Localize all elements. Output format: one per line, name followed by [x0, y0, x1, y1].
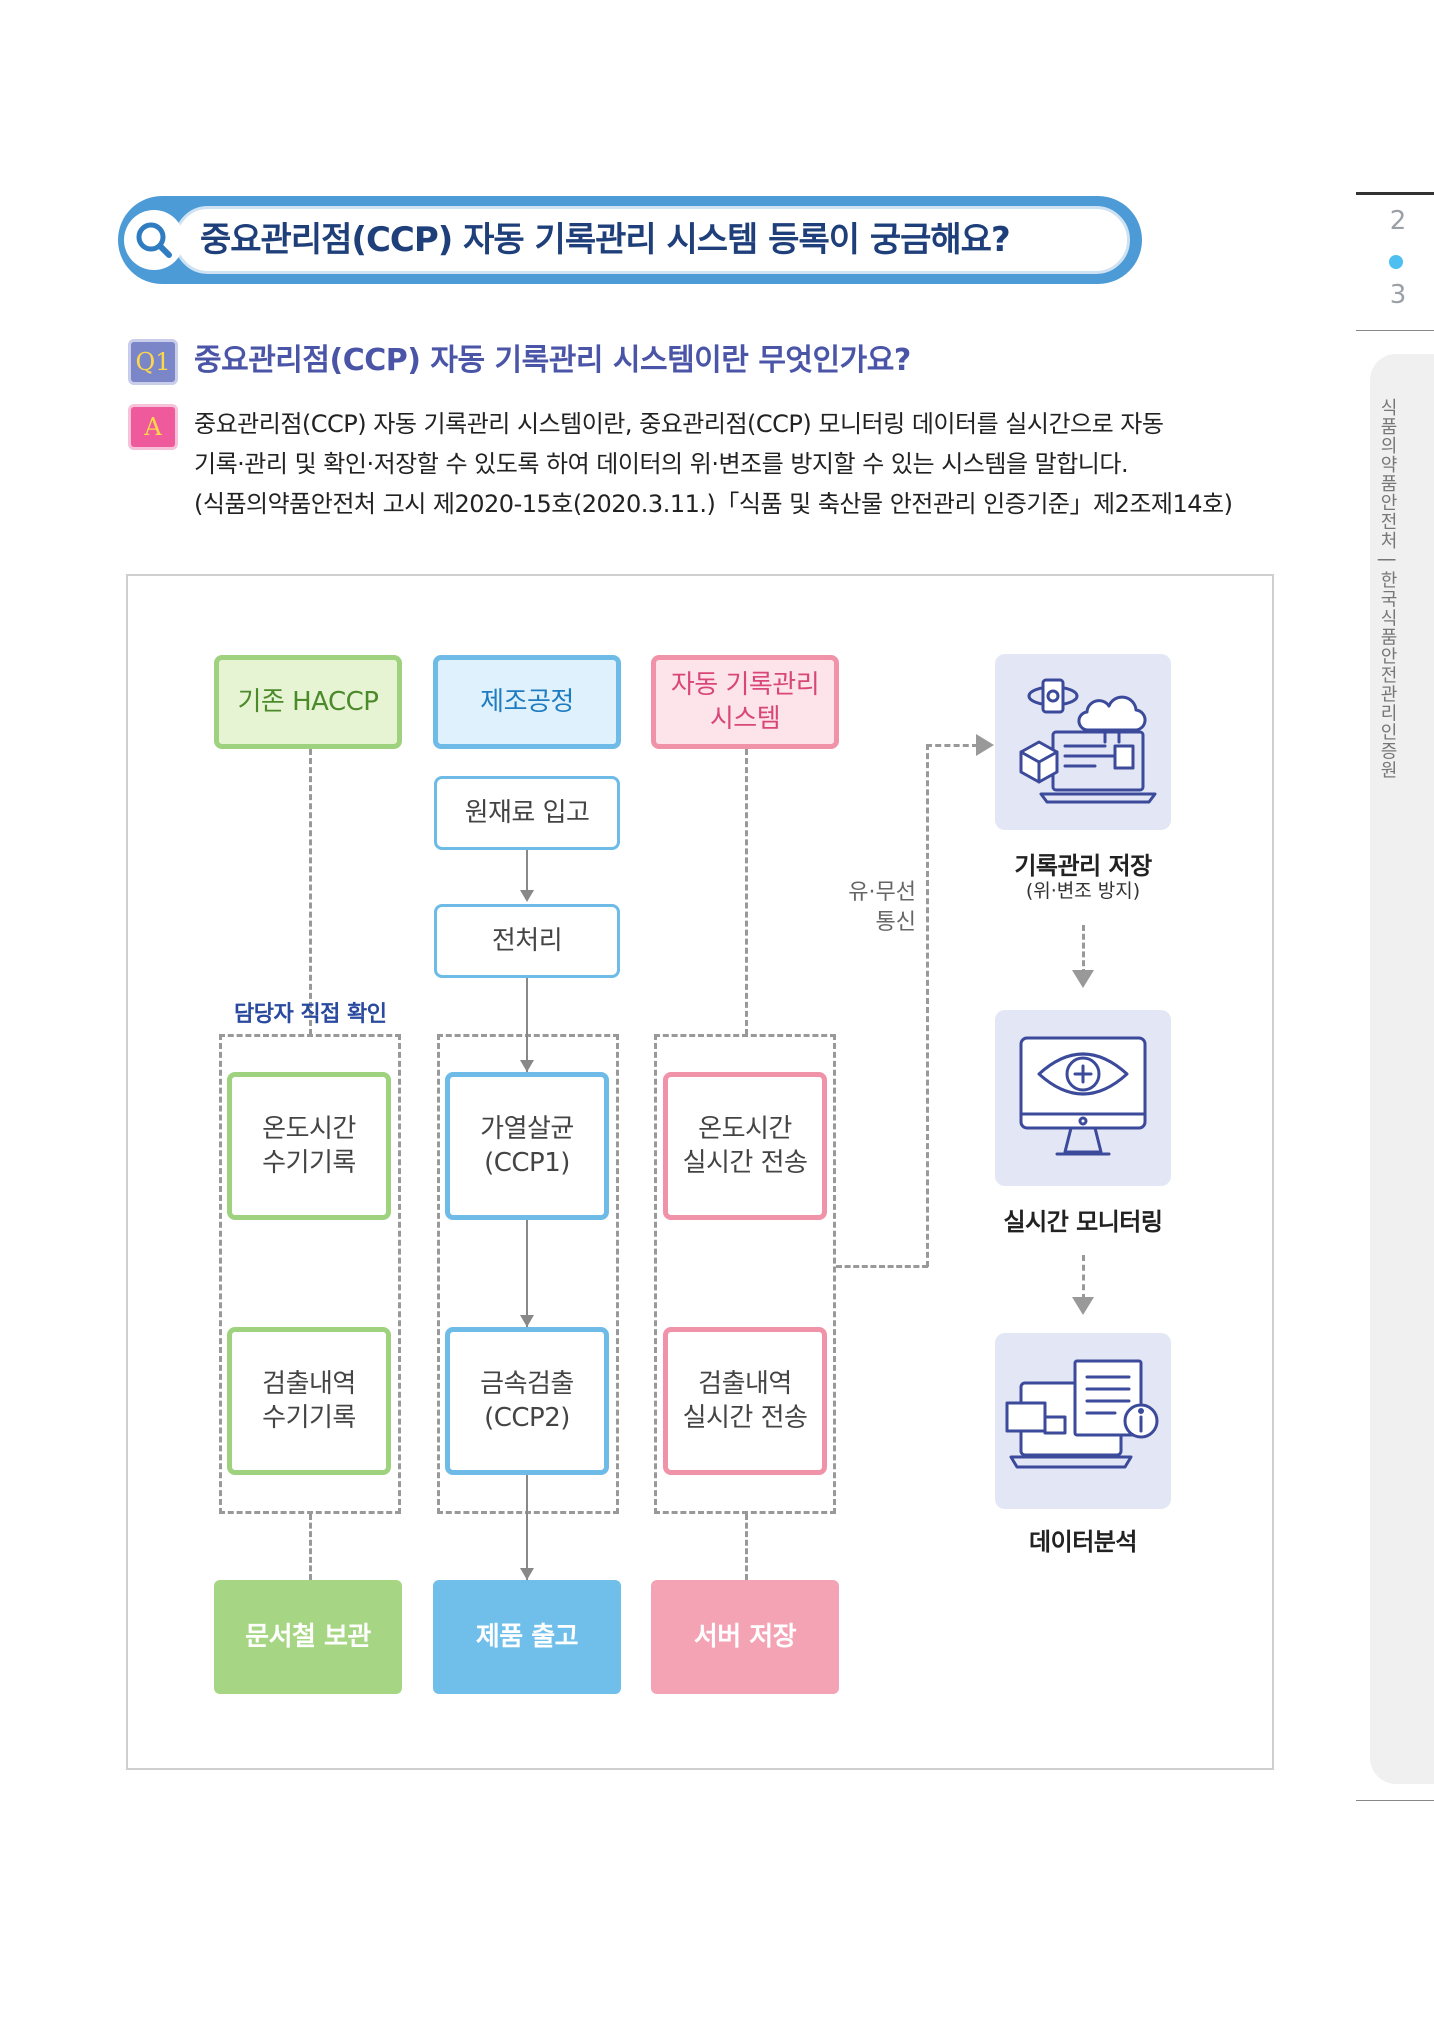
- haccp-result: 문서철 보관: [214, 1580, 402, 1694]
- right-flow-connector-2: [1082, 1255, 1085, 1300]
- side-nav-top-rule: [1356, 192, 1434, 195]
- haccp-result-connector: [309, 1514, 312, 1580]
- search-icon: [124, 210, 184, 270]
- diagram-frame: [126, 574, 1274, 1770]
- side-tab: [1370, 354, 1434, 1784]
- monitor-eye-icon: [995, 1010, 1171, 1186]
- side-nav-bottom-rule: [1356, 1800, 1434, 1801]
- page-title: 중요관리점(CCP) 자동 기록관리 시스템 등록이 궁금해요?: [200, 220, 1011, 260]
- process-arrowhead-1: [520, 890, 534, 902]
- auto-result: 서버 저장: [651, 1580, 839, 1694]
- process-ccp1-box: 가열살균(CCP1): [445, 1072, 609, 1220]
- answer-line-1: 중요관리점(CCP) 자동 기록관리 시스템이란, 중요관리점(CCP) 모니터…: [194, 410, 1164, 438]
- process-header: 제조공정: [433, 655, 621, 749]
- process-arrow-4: [526, 1475, 528, 1580]
- title-banner-inner: [174, 206, 1130, 274]
- auto-result-connector: [745, 1514, 748, 1580]
- comm-connector-h: [836, 1265, 928, 1268]
- right-flow-connector-1: [1082, 925, 1085, 975]
- storage-caption: 기록관리 저장: [1014, 852, 1152, 880]
- cloud-laptop-icon: [995, 654, 1171, 830]
- right-flow-arrowhead-1: [1072, 970, 1094, 988]
- comm-connector-top: [926, 744, 978, 747]
- analysis-caption: 데이터분석: [1029, 1528, 1137, 1556]
- process-result: 제품 출고: [433, 1580, 621, 1694]
- answer-line-3: (식품의약품안전처 고시 제2020-15호(2020.3.11.)「식품 및 …: [194, 490, 1233, 518]
- right-flow-arrowhead-2: [1072, 1297, 1094, 1315]
- process-step-pretreat: 전처리: [434, 904, 620, 978]
- storage-subcaption: (위·변조 방지): [1025, 880, 1141, 902]
- data-analysis-icon: [995, 1333, 1171, 1509]
- haccp-connector: [309, 749, 312, 1035]
- answer-badge: A: [128, 404, 178, 450]
- side-nav-page-2[interactable]: 2: [1389, 206, 1407, 236]
- process-arrow-3: [526, 1220, 528, 1327]
- haccp-group-label: 담당자 직접 확인: [234, 1002, 387, 1027]
- question-badge: Q1: [128, 339, 178, 385]
- process-arrowhead-3: [520, 1315, 534, 1327]
- haccp-group: [219, 1034, 401, 1514]
- process-arrowhead-4: [520, 1568, 534, 1580]
- side-nav-page-3[interactable]: 3: [1389, 280, 1407, 310]
- process-arrowhead-2: [520, 1060, 534, 1072]
- monitoring-caption: 실시간 모니터링: [1003, 1208, 1163, 1236]
- comm-arrowhead: [976, 734, 994, 756]
- comm-connector-v: [926, 744, 929, 1267]
- answer-line-2: 기록·관리 및 확인·저장할 수 있도록 하여 데이터의 위·변조를 방지할 수…: [194, 450, 1129, 478]
- process-group: [437, 1034, 619, 1514]
- side-tab-label: 식품의약품안전처 | 한국식품안전관리인증원: [1377, 398, 1398, 780]
- process-ccp2-box: 금속검출(CCP2): [445, 1327, 609, 1475]
- haccp-header: 기존 HACCP: [214, 655, 402, 749]
- process-arrow-1: [526, 850, 528, 892]
- process-step-intake: 원재료 입고: [434, 776, 620, 850]
- side-nav-active-dot: [1389, 255, 1403, 269]
- side-nav-rule: [1356, 330, 1434, 331]
- process-arrow-2: [526, 978, 528, 1072]
- question-text: 중요관리점(CCP) 자동 기록관리 시스템이란 무엇인가요?: [194, 343, 911, 378]
- auto-group: [654, 1034, 836, 1514]
- auto-connector: [745, 749, 748, 1035]
